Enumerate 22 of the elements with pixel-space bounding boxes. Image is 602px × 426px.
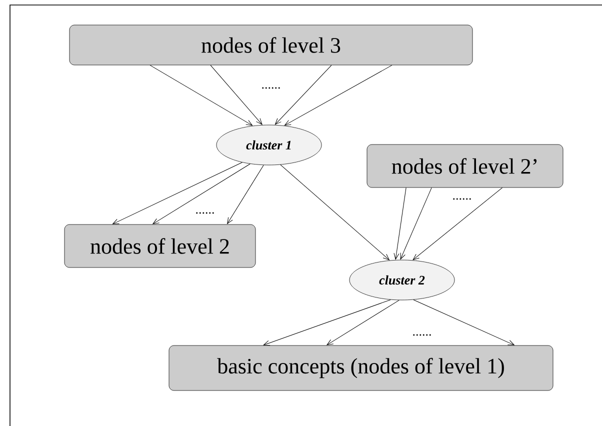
arrow	[152, 164, 250, 224]
arrow	[280, 164, 390, 260]
arrow	[412, 187, 503, 260]
arrow	[284, 64, 392, 126]
arrow	[413, 299, 514, 346]
concept-box: basic concepts (nodes of level 1)	[168, 345, 554, 391]
concept-box: nodes of level 2’	[366, 144, 564, 188]
arrow	[112, 162, 242, 224]
ellipsis-label: ......	[196, 212, 214, 214]
concept-box: nodes of level 3	[69, 24, 473, 66]
arrow	[394, 187, 406, 260]
arrow	[400, 187, 432, 260]
arrow	[210, 64, 262, 125]
concept-box: nodes of level 2	[64, 224, 256, 268]
arrow	[326, 300, 400, 346]
arrow	[150, 64, 253, 126]
arrow	[227, 164, 264, 224]
arrow	[263, 299, 391, 346]
arrow	[274, 64, 332, 125]
ellipsis-label: ......	[413, 334, 431, 336]
ellipsis-label: ......	[453, 198, 471, 200]
ellipsis-label: ......	[262, 87, 280, 89]
